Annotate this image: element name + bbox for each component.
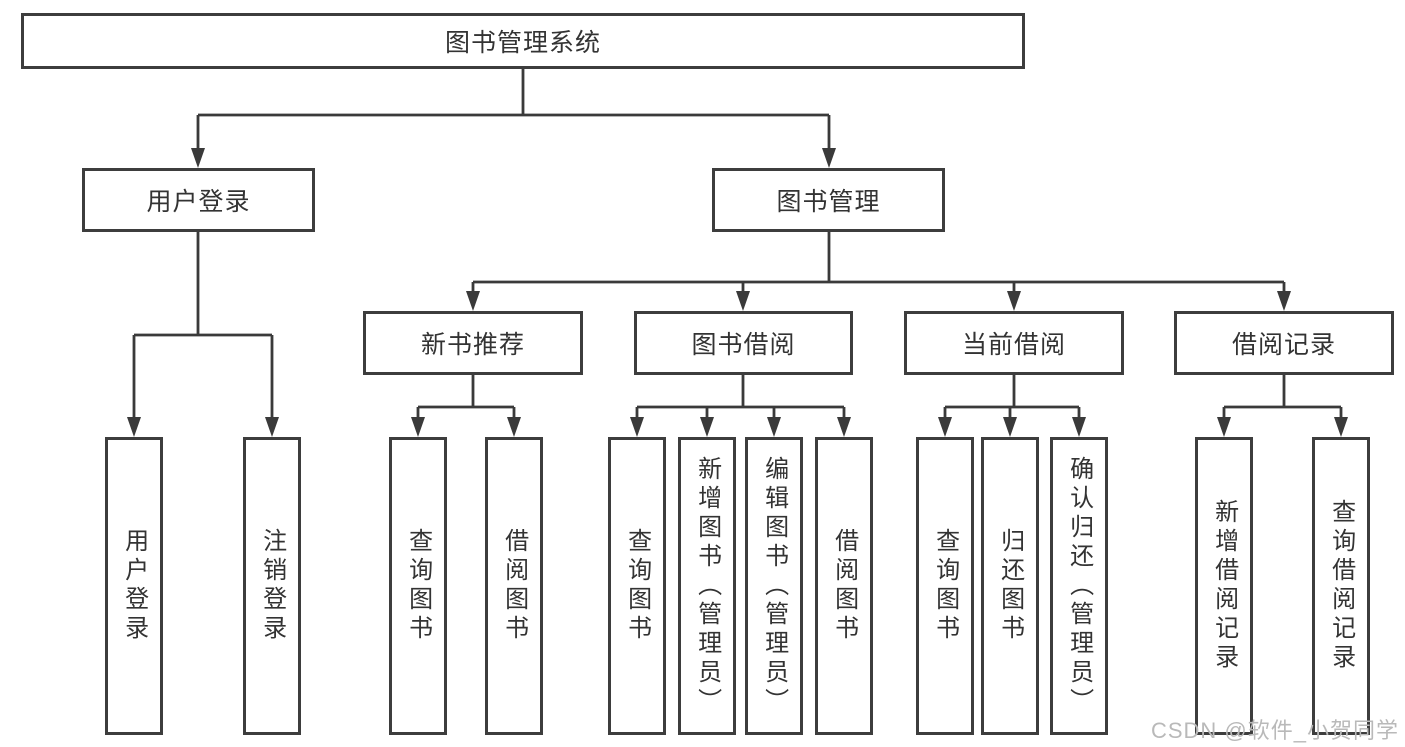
arrowhead [1007, 291, 1021, 311]
arrowhead [127, 417, 141, 437]
leaf-borrowing-query: 查询图书 [608, 437, 666, 735]
arrowhead [630, 417, 644, 437]
leaf-current-confirm-return-label: 确认归还（管理员） [1065, 455, 1093, 717]
arrowhead [767, 417, 781, 437]
leaf-borrowing-borrow: 借阅图书 [815, 437, 873, 735]
node-borrowing: 图书借阅 [634, 311, 853, 375]
arrowhead [411, 417, 425, 437]
arrowhead [700, 417, 714, 437]
node-book-mgmt-label: 图书管理 [776, 188, 881, 216]
leaf-logout: 注销登录 [243, 437, 301, 735]
arrowhead [1072, 417, 1086, 437]
arrowhead [1217, 417, 1231, 437]
leaf-borrowing-add-label: 新增图书（管理员） [693, 455, 721, 717]
leaf-newbooks-query: 查询图书 [389, 437, 447, 735]
leaf-records-query-label: 查询借阅记录 [1327, 499, 1355, 673]
node-root: 图书管理系统 [21, 13, 1025, 69]
node-loan-records-label: 借阅记录 [1231, 331, 1336, 359]
leaf-current-query-label: 查询图书 [931, 528, 959, 644]
arrowhead [837, 417, 851, 437]
node-user-login: 用户登录 [82, 168, 315, 232]
arrowhead [265, 417, 279, 437]
leaf-records-add: 新增借阅记录 [1195, 437, 1253, 735]
arrowhead [507, 417, 521, 437]
leaf-borrowing-edit-label: 编辑图书（管理员） [760, 455, 788, 717]
leaf-newbooks-borrow: 借阅图书 [485, 437, 543, 735]
arrowhead [1003, 417, 1017, 437]
leaf-borrowing-add: 新增图书（管理员） [678, 437, 736, 735]
leaf-borrowing-query-label: 查询图书 [623, 528, 651, 644]
arrowhead [1277, 291, 1291, 311]
node-root-label: 图书管理系统 [444, 29, 601, 57]
node-current-loans: 当前借阅 [904, 311, 1124, 375]
leaf-user-login: 用户登录 [105, 437, 163, 735]
leaf-current-query: 查询图书 [916, 437, 974, 735]
leaf-records-add-label: 新增借阅记录 [1210, 499, 1238, 673]
leaf-newbooks-query-label: 查询图书 [404, 528, 432, 644]
node-current-loans-label: 当前借阅 [961, 331, 1066, 359]
node-new-books: 新书推荐 [363, 311, 583, 375]
arrowhead [736, 291, 750, 311]
leaf-user-login-label: 用户登录 [120, 528, 148, 644]
node-borrowing-label: 图书借阅 [691, 331, 796, 359]
arrowhead [466, 291, 480, 311]
leaf-current-return: 归还图书 [981, 437, 1039, 735]
leaf-logout-label: 注销登录 [258, 528, 286, 644]
leaf-newbooks-borrow-label: 借阅图书 [500, 528, 528, 644]
arrowhead [191, 148, 205, 168]
node-new-books-label: 新书推荐 [420, 331, 525, 359]
leaf-records-query: 查询借阅记录 [1312, 437, 1370, 735]
watermark: CSDN @软件_小贺同学 [1150, 718, 1399, 743]
node-book-mgmt: 图书管理 [712, 168, 945, 232]
node-user-login-label: 用户登录 [146, 188, 251, 216]
arrowhead [1334, 417, 1348, 437]
leaf-borrowing-edit: 编辑图书（管理员） [745, 437, 803, 735]
leaf-current-confirm-return: 确认归还（管理员） [1050, 437, 1108, 735]
leaf-current-return-label: 归还图书 [996, 528, 1024, 644]
node-loan-records: 借阅记录 [1174, 311, 1394, 375]
leaf-borrowing-borrow-label: 借阅图书 [830, 528, 858, 644]
arrowhead [938, 417, 952, 437]
arrowhead [822, 148, 836, 168]
